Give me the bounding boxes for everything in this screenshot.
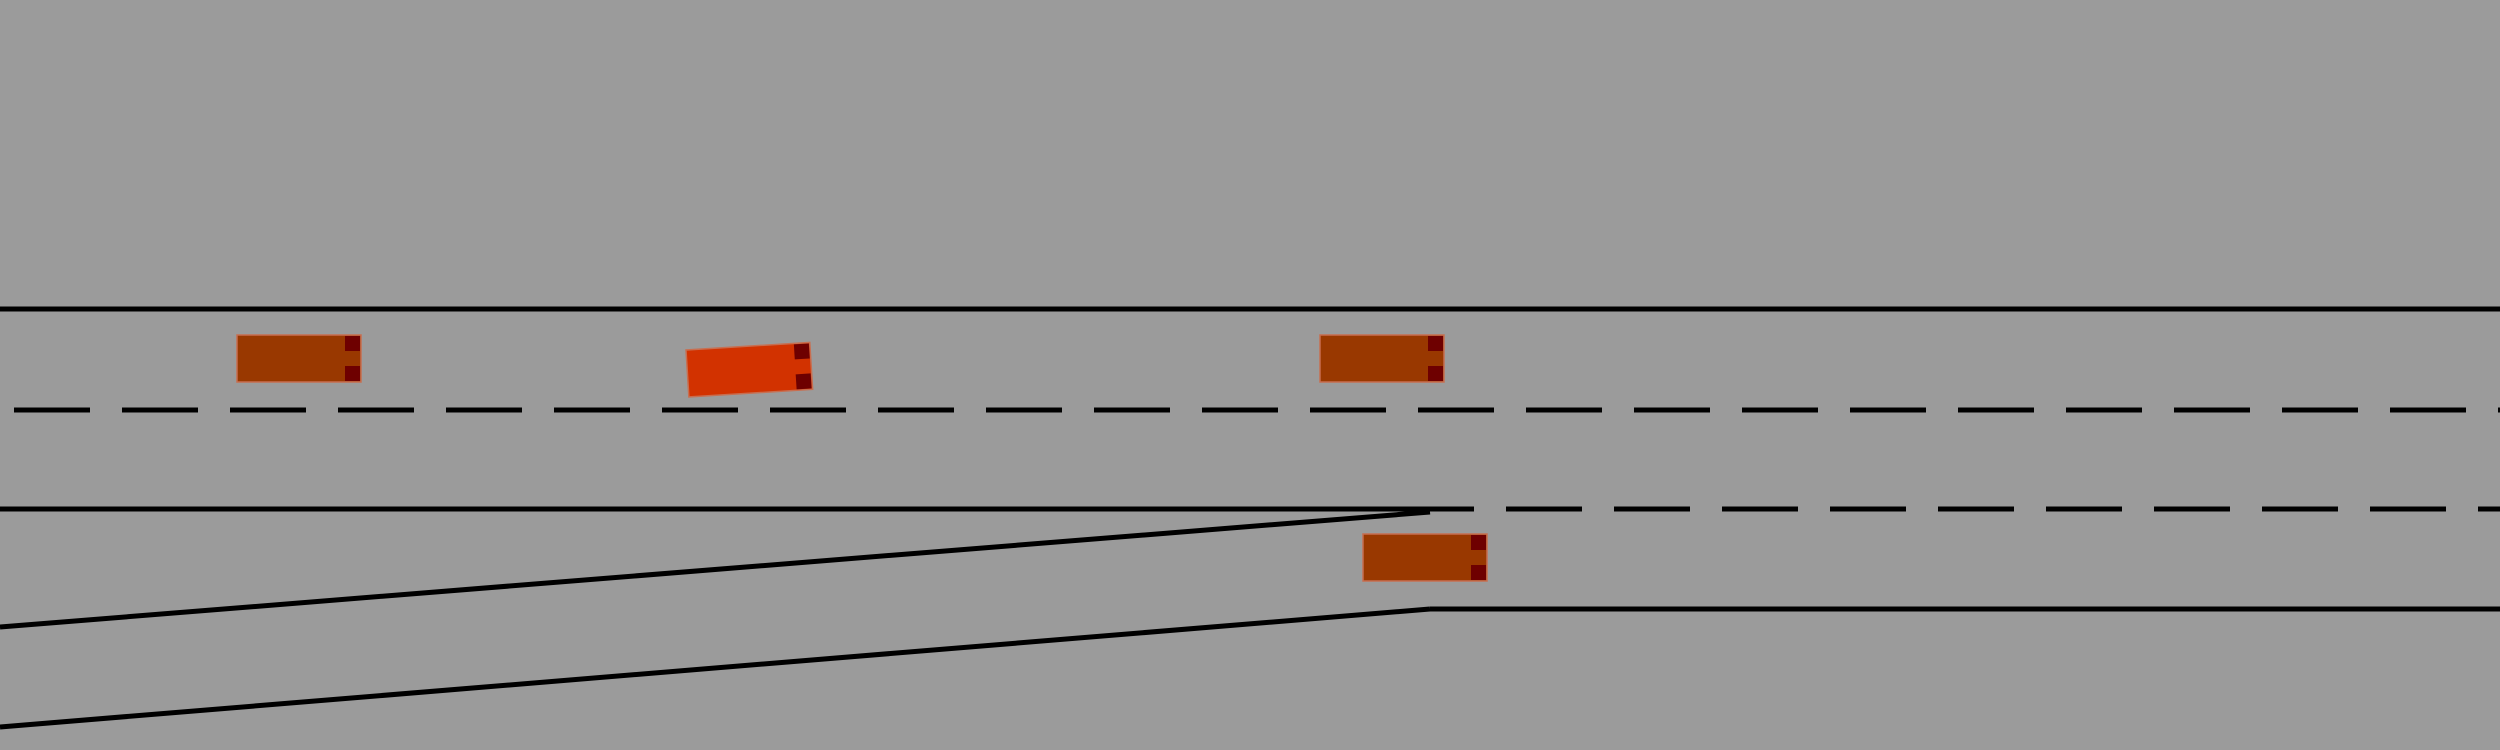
tail-light xyxy=(1428,336,1443,351)
vehicle-other-3 xyxy=(1362,533,1488,582)
tail-light xyxy=(793,343,810,360)
vehicle-body xyxy=(1362,533,1488,582)
tail-light xyxy=(345,366,360,381)
merge-ramp-lower-edge xyxy=(0,606,1431,730)
tail-light xyxy=(795,373,812,390)
vehicle-other-1 xyxy=(236,334,362,383)
vehicle-body xyxy=(1319,334,1445,383)
tail-light xyxy=(1428,366,1443,381)
vehicle-other-2 xyxy=(1319,334,1445,383)
tail-light xyxy=(345,336,360,351)
tail-light xyxy=(1471,535,1486,550)
merge-ramp-upper-edge xyxy=(0,509,1431,630)
lane-markings xyxy=(0,306,2500,730)
vehicle-ego xyxy=(685,341,814,398)
tail-light xyxy=(1471,565,1486,580)
vehicles xyxy=(236,334,1488,582)
vehicle-body xyxy=(685,341,814,398)
vehicle-body xyxy=(236,334,362,383)
